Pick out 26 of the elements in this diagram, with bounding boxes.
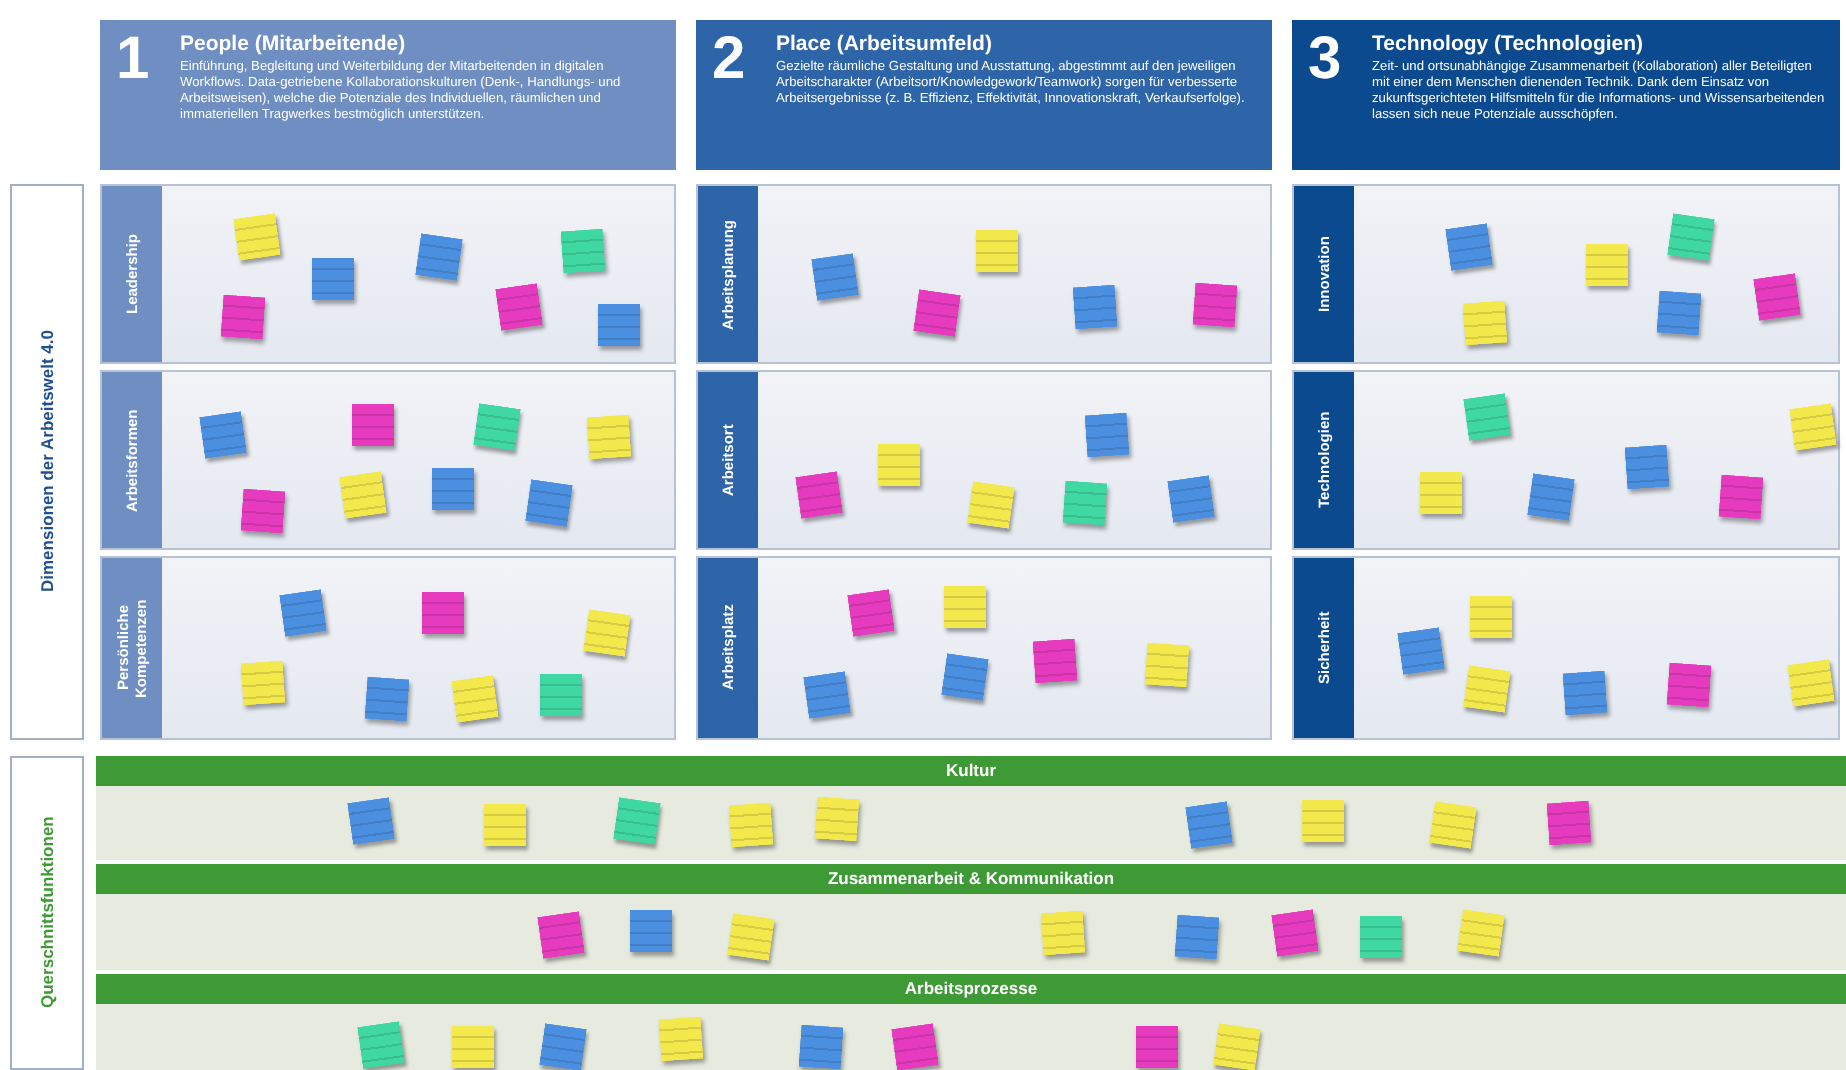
column-header	[696, 20, 1272, 170]
column-title: Technology (Technologien)	[1372, 32, 1646, 56]
band-header: Kultur	[96, 756, 1846, 786]
category-panel	[1292, 370, 1840, 550]
column-number: 1	[116, 28, 150, 92]
category-panel	[100, 184, 676, 364]
band-header: Arbeitsprozesse	[96, 974, 1846, 1004]
band-header: Zusammenarbeit & Kommunikation	[96, 864, 1846, 894]
column-title: Place (Arbeitsumfeld)	[776, 32, 994, 56]
category-panel	[100, 556, 676, 740]
category-panel	[100, 370, 676, 550]
column-number: 2	[712, 28, 746, 92]
category-panel	[696, 184, 1272, 364]
function-band	[96, 864, 1846, 970]
function-band	[96, 756, 1846, 860]
category-panel	[696, 556, 1272, 740]
column-header	[100, 20, 676, 170]
category-panel	[696, 370, 1272, 550]
category-panel	[1292, 556, 1840, 740]
column-header	[1292, 20, 1840, 170]
column-number: 3	[1308, 28, 1342, 92]
section-label: Querschnittsfunktionen	[10, 756, 84, 1070]
section-label: Dimensionen der Arbeitswelt 4.0	[10, 184, 84, 740]
category-panel	[1292, 184, 1840, 364]
function-band	[96, 974, 1846, 1070]
column-title: People (Mitarbeitende)	[180, 32, 408, 56]
